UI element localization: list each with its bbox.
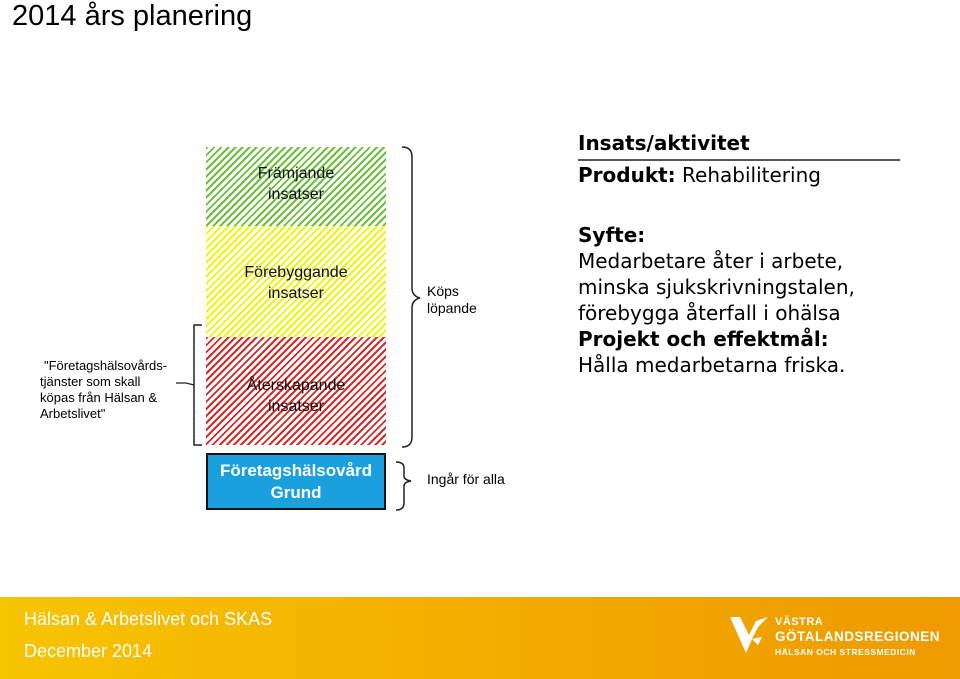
promotive-block: Främjande insatser: [206, 147, 386, 226]
kops-line: löpande: [427, 300, 477, 316]
logo-line1: VÄSTRA: [775, 616, 824, 628]
syfte-line: Medarbetare åter i arbete,: [578, 249, 844, 273]
preventive-block: Förebyggande insatser: [206, 226, 386, 337]
block-label-line: insatser: [267, 398, 325, 415]
logo-line3: HÄLSAN OCH STRESSMEDICIN: [775, 647, 916, 657]
left-note: "Företagshälsovårds- tjänster som skall …: [40, 358, 190, 422]
preventive-label: Förebyggande insatser: [206, 262, 386, 304]
produkt-value: Rehabilitering: [675, 163, 821, 187]
footer-date: December 2014: [24, 641, 153, 661]
heading-divider: [578, 159, 900, 161]
left-note-line: tjänster som skall: [40, 374, 141, 389]
logo-line2: GÖTALANDSREGIONEN: [775, 629, 941, 644]
left-bracket: [193, 324, 202, 446]
grund-line: Företagshälsovård: [219, 461, 373, 480]
right-panel: Insats/aktivitet Produkt: Rehabilitering…: [578, 131, 908, 377]
kops-label: Köps löpande: [427, 283, 477, 317]
block-label-line: Återskapande: [246, 377, 346, 394]
ingar-label: Ingår för alla: [427, 471, 505, 487]
produkt-label: Produkt:: [578, 163, 676, 187]
insats-heading: Insats/aktivitet: [578, 131, 750, 155]
promotive-label: Främjande insatser: [206, 163, 386, 205]
grund-brace: [395, 461, 412, 511]
syfte-label: Syfte:: [578, 223, 646, 247]
produkt-line: Produkt: Rehabilitering: [578, 163, 908, 187]
block-label-line: insatser: [267, 186, 325, 203]
footer: Hälsan & Arbetslivet och SKAS December 2…: [0, 597, 960, 679]
block-label-line: Främjande: [257, 165, 335, 182]
page-title: 2014 års planering: [12, 0, 253, 32]
block-label-line: Förebyggande: [244, 264, 348, 281]
block-label-line: insatser: [267, 285, 325, 302]
restorative-block: Återskapande insatser: [206, 337, 386, 445]
vgr-logo-icon: [730, 617, 768, 653]
projekt-label: Projekt och effektmål:: [578, 327, 829, 351]
left-note-line: köpas från Hälsan &: [40, 390, 158, 405]
grund-line: Grund: [270, 483, 322, 502]
kops-line: Köps: [427, 283, 459, 299]
grund-box: Företagshälsovård Grund: [206, 453, 386, 510]
right-brace: [401, 146, 421, 448]
left-connector: [176, 382, 195, 386]
footer-org: Hälsan & Arbetslivet och SKAS: [24, 609, 273, 629]
left-note-line: Arbetslivet": [40, 406, 106, 421]
syfte-line: förebygga återfall i ohälsa: [578, 301, 841, 325]
projekt-value: Hålla medarbetarna friska.: [578, 353, 846, 377]
restorative-label: Återskapande insatser: [206, 375, 386, 417]
left-note-line: "Företagshälsovårds-: [44, 358, 168, 373]
syfte-line: minska sjukskrivningstalen,: [578, 275, 855, 299]
